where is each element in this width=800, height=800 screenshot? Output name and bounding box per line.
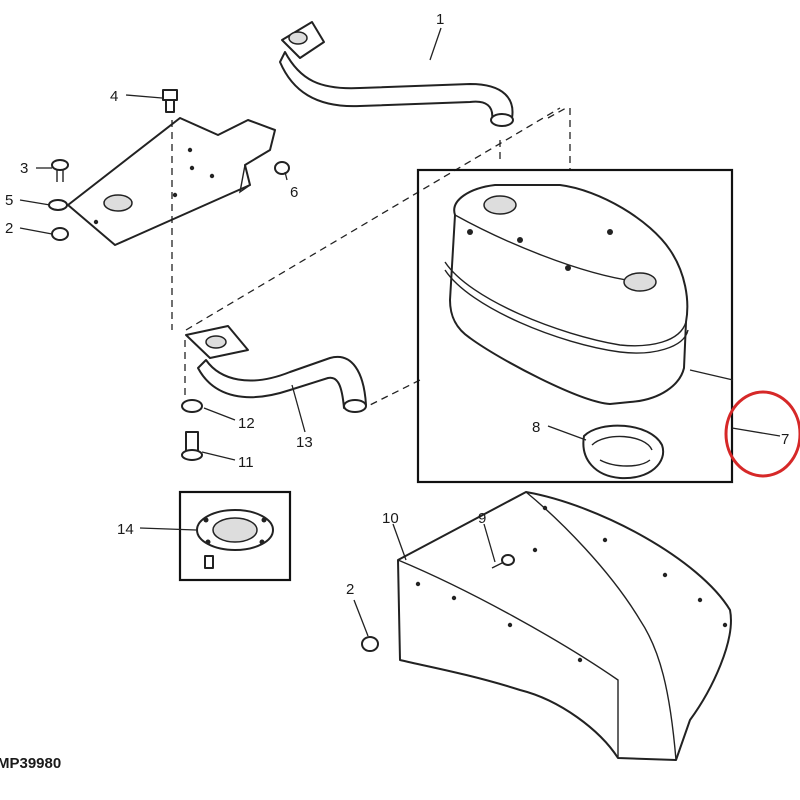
assembly-line [547, 107, 567, 119]
cap-screw-4 [162, 89, 178, 113]
washer-5 [48, 199, 68, 211]
nut-9 [491, 554, 515, 569]
assembly-line [359, 379, 421, 411]
exhaust-pipe-lower [185, 325, 367, 413]
callout-6: 6 [290, 184, 298, 201]
leader-10 [392, 523, 407, 561]
nut-2-upper [51, 227, 69, 241]
leader-13 [291, 384, 306, 433]
callout-4: 4 [110, 88, 118, 105]
nut-6 [274, 161, 290, 175]
callout-14: 14 [117, 521, 134, 538]
muffler-inset-frame [416, 168, 734, 484]
callout-2-upper: 2 [5, 220, 13, 237]
leader-4 [125, 94, 163, 99]
muffler-guard [397, 491, 732, 761]
callout-1: 1 [436, 11, 444, 28]
gasket-inset-frame [178, 490, 292, 582]
bolt-11 [181, 431, 203, 461]
leader-12 [203, 407, 236, 421]
leader-7b [689, 369, 734, 381]
highlight-circle [724, 390, 800, 478]
leader-2-upper [19, 227, 53, 235]
callout-5: 5 [5, 192, 13, 209]
callout-10: 10 [382, 510, 399, 527]
callout-12: 12 [238, 415, 255, 432]
callout-2-lower: 2 [346, 581, 354, 598]
leader-7 [731, 427, 781, 437]
leader-6 [284, 171, 288, 181]
figure-id: MP39980 [0, 755, 61, 772]
leader-11 [201, 451, 236, 461]
gasket-12 [181, 399, 203, 413]
callout-3: 3 [20, 160, 28, 177]
callout-9: 9 [478, 510, 486, 527]
callout-11: 11 [238, 454, 254, 471]
assembly-line [185, 107, 561, 331]
exhaust-gasket-14 [196, 509, 274, 569]
clamp-8 [582, 424, 665, 480]
exhaust-pipe-upper [279, 21, 514, 127]
leader-14 [139, 527, 197, 531]
callout-13: 13 [296, 434, 313, 451]
muffler [444, 184, 689, 405]
leader-9 [483, 523, 496, 563]
leader-8 [547, 425, 587, 441]
leader-5 [19, 199, 51, 206]
leader-2-lower [353, 599, 369, 637]
callout-7: 7 [781, 431, 789, 448]
rivet-3 [51, 159, 69, 182]
callout-8: 8 [532, 419, 540, 436]
nut-2-lower [361, 636, 379, 652]
leader-1 [429, 27, 442, 61]
